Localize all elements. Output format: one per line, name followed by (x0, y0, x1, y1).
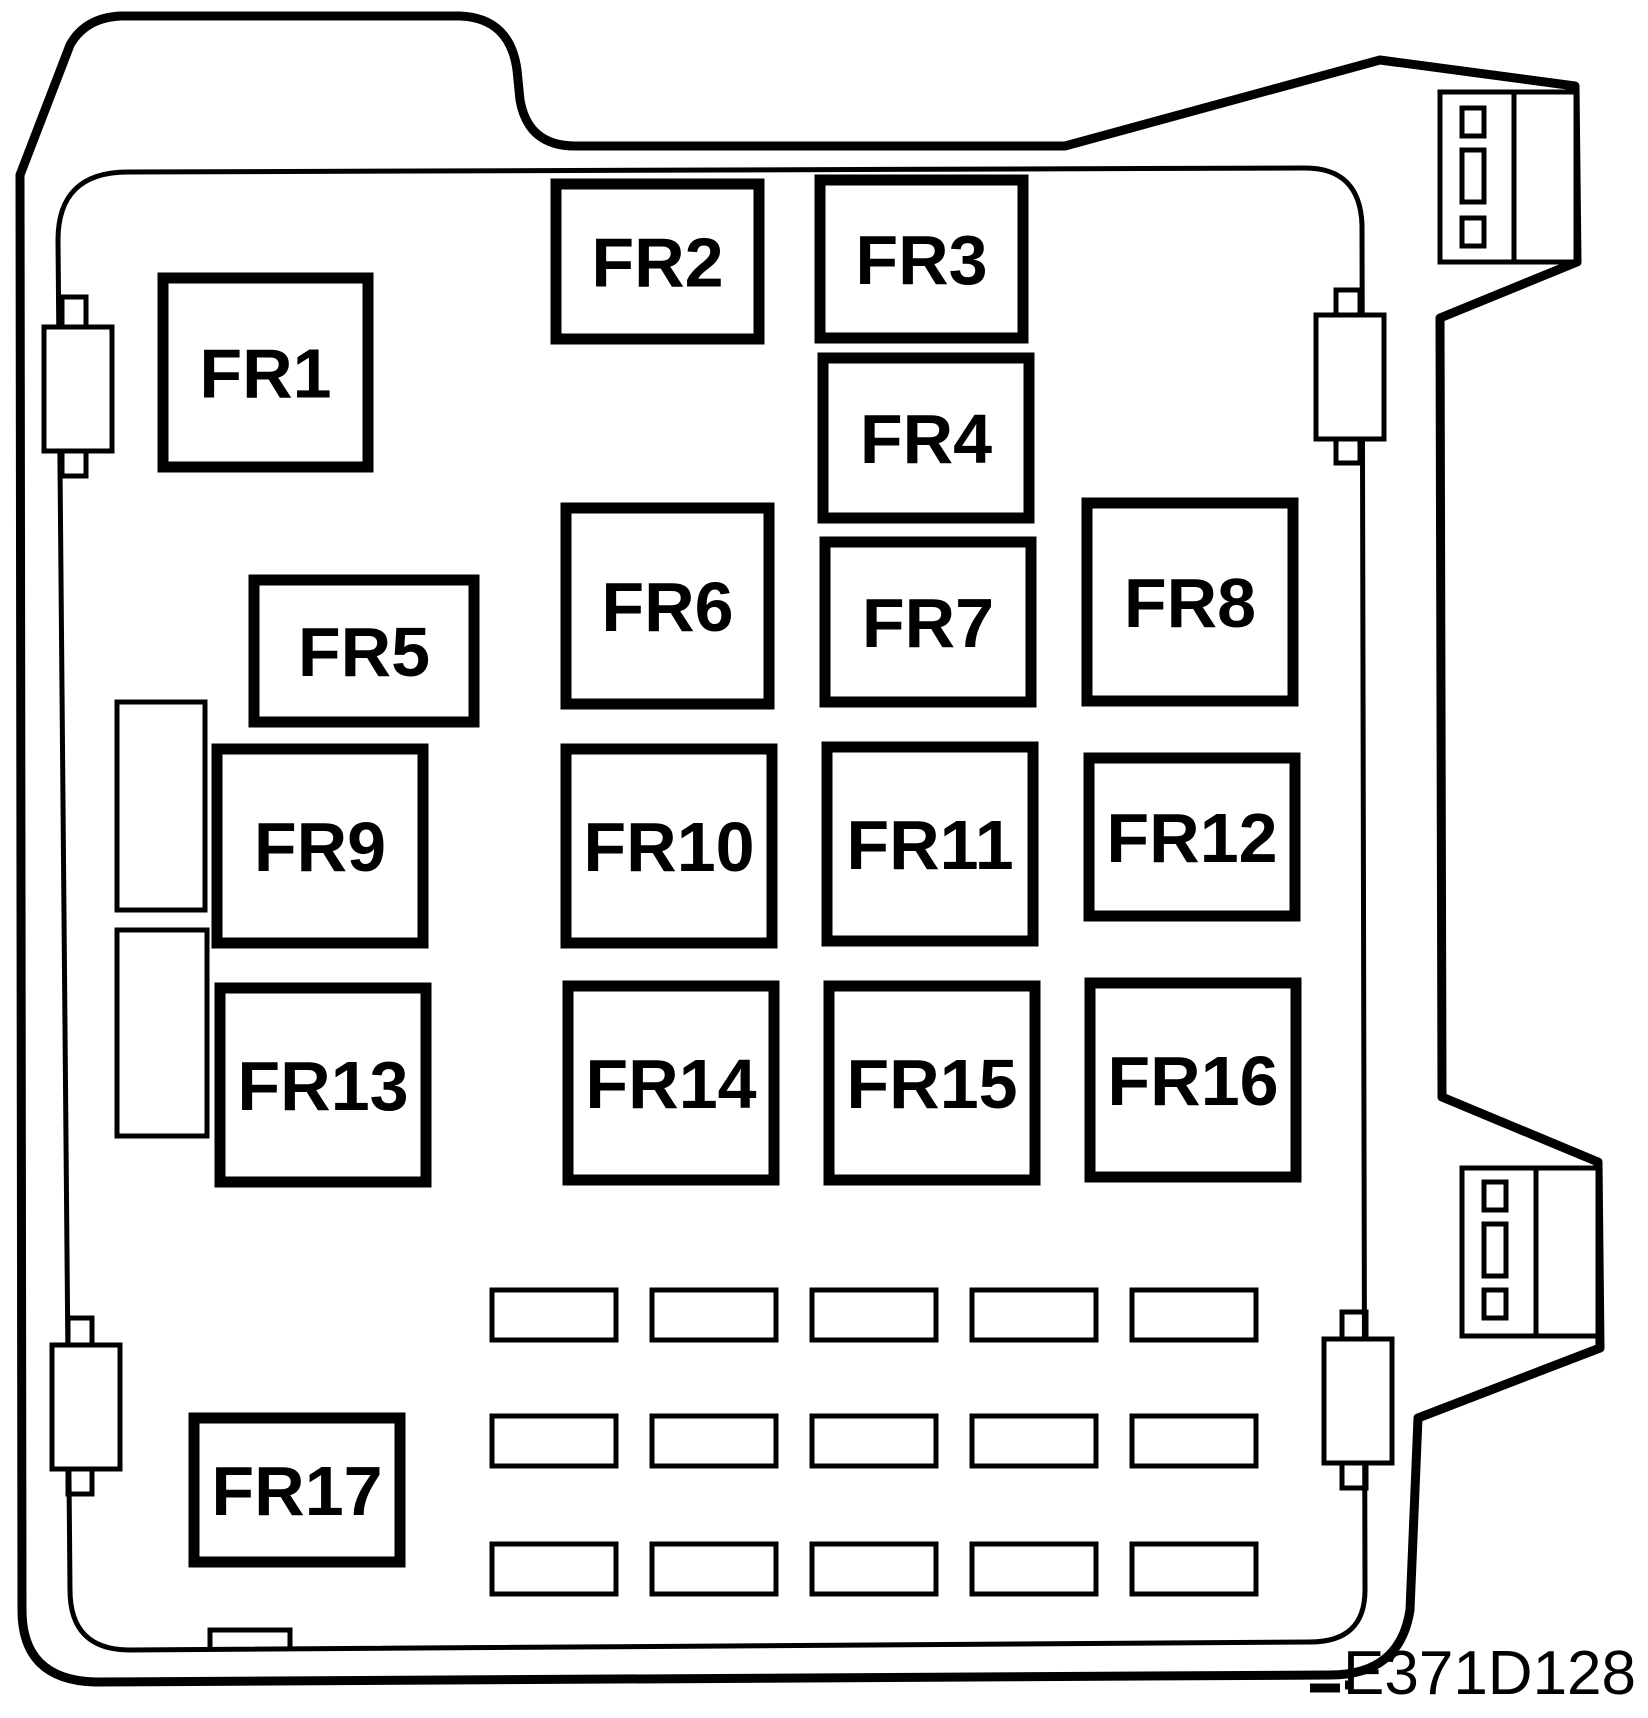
right-upper-clip (1313, 312, 1387, 442)
fuse-slot (969, 1413, 1099, 1469)
relay-fr7: FR7 (819, 536, 1037, 708)
fuse-slot (649, 1287, 779, 1343)
blank-slot-lower-left (114, 927, 210, 1139)
fuse-slot (1129, 1287, 1259, 1343)
relay-fr11: FR11 (821, 741, 1039, 947)
relay-label: FR8 (1124, 564, 1256, 642)
fuse-slot (649, 1541, 779, 1597)
upper-right-connector (1437, 89, 1579, 265)
relay-fr9: FR9 (211, 743, 429, 949)
relay-label: FR14 (585, 1045, 756, 1123)
fuse-slot (489, 1413, 619, 1469)
relay-box (819, 536, 1037, 708)
relay-box (821, 741, 1039, 947)
relay-fr15: FR15 (823, 980, 1041, 1186)
fuse-slot (489, 1287, 619, 1343)
relay-box (550, 178, 765, 345)
fuse-grid (489, 1287, 1259, 1597)
connector-pin (1481, 1287, 1509, 1321)
fuse-slot (489, 1541, 619, 1597)
relay-fr5: FR5 (248, 574, 480, 728)
connector-pin (1481, 1179, 1509, 1213)
relay-label: FR17 (211, 1452, 382, 1530)
relay-label: FR4 (860, 400, 992, 478)
fuse-slot (969, 1541, 1099, 1597)
relay-label: FR6 (601, 568, 733, 646)
relay-label: FR2 (591, 224, 723, 302)
diagram-reference-code: E371D128 (1343, 1639, 1636, 1708)
relay-label: FR15 (846, 1045, 1017, 1123)
relay-box (157, 272, 374, 473)
relay-box (817, 352, 1035, 524)
relay-box (211, 743, 429, 949)
connector-pin (1459, 105, 1487, 139)
relay-fr2: FR2 (550, 178, 765, 345)
relay-box (1083, 752, 1301, 922)
left-upper-clip (41, 324, 115, 454)
relay-fr10: FR10 (560, 743, 778, 949)
fuse-slot (969, 1287, 1099, 1343)
relay-fr8: FR8 (1081, 497, 1299, 707)
inner-tray-outline (55, 165, 1368, 1653)
housing-outline (15, 11, 1605, 1687)
relay-label: FR3 (855, 221, 987, 299)
relay-fr1: FR1 (157, 272, 374, 473)
blank-slot-upper-left (114, 699, 208, 913)
right-lower-clip (1321, 1336, 1395, 1466)
fuse-slot (809, 1287, 939, 1343)
relay-label: FR5 (298, 613, 430, 691)
mounting-clips (41, 287, 1395, 1497)
relay-fr12: FR12 (1083, 752, 1301, 922)
connector-pin (1459, 147, 1487, 205)
relay-box (214, 982, 432, 1188)
relay-label: FR16 (1107, 1042, 1278, 1120)
relay-box (562, 980, 780, 1186)
connector-pin (1459, 215, 1487, 249)
left-lower-clip (49, 1342, 123, 1472)
connector-pin (1481, 1221, 1509, 1279)
fuse-slot (809, 1541, 939, 1597)
relay-fr13: FR13 (214, 982, 432, 1188)
relay-label: FR12 (1106, 799, 1277, 877)
relay-box (248, 574, 480, 728)
fuse-slot (649, 1413, 779, 1469)
relay-fr16: FR16 (1084, 977, 1302, 1183)
relay-box (1081, 497, 1299, 707)
relay-label: FR11 (846, 806, 1013, 884)
relay-fr6: FR6 (560, 502, 775, 710)
relay-box (560, 743, 778, 949)
relay-label: FR10 (583, 808, 754, 886)
relay-box (560, 502, 775, 710)
lower-right-connector (1459, 1165, 1601, 1339)
relay-fr14: FR14 (562, 980, 780, 1186)
relay-box (1084, 977, 1302, 1183)
relay-fr3: FR3 (814, 174, 1029, 344)
relay-label: FR7 (862, 584, 994, 662)
fuse-slot (1129, 1541, 1259, 1597)
relay-box (188, 1412, 406, 1568)
fuse-slot (809, 1413, 939, 1469)
relay-label: FR9 (254, 808, 386, 886)
relay-fr4: FR4 (817, 352, 1035, 524)
relay-label: FR13 (237, 1047, 408, 1125)
relay-box (814, 174, 1029, 344)
relay-label: FR1 (199, 335, 331, 413)
tray-bottom-tab (207, 1627, 293, 1650)
fuse-slot (1129, 1413, 1259, 1469)
relay-fr17: FR17 (188, 1412, 406, 1568)
relay-box (823, 980, 1041, 1186)
